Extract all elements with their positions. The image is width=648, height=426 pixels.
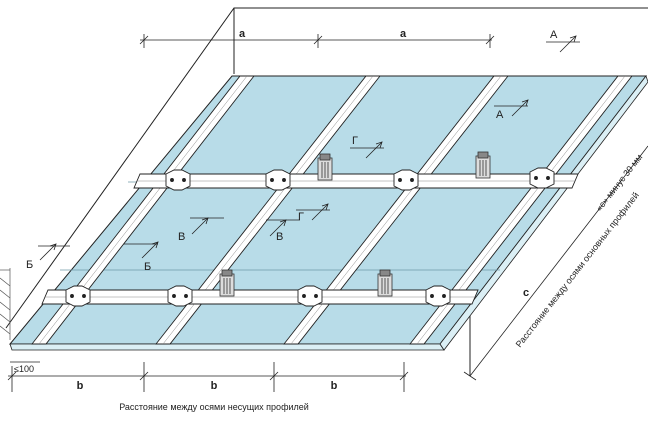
room-outline [5,7,648,376]
crab-connector [425,285,451,307]
suspension-bracket [317,153,333,181]
dim-label-b-1: b [77,380,84,392]
right-dimension [463,145,648,381]
section-label-G-top: Г [352,135,358,147]
crab-connector [167,285,193,307]
dim-label-c: c [523,287,529,299]
crab-connector [65,285,91,307]
section-label-A-top: А [550,29,558,41]
section-arrows [38,35,580,261]
suspension-brackets [219,151,491,297]
dim-label-b-2: b [211,380,218,392]
bearing-profiles [41,173,579,305]
section-label-A: А [496,109,504,121]
crab-connector [393,169,419,191]
bottom-dimension [7,361,409,392]
dim-label-b-3: b [331,380,338,392]
crab-connectors [65,167,555,307]
suspension-bracket [475,151,491,179]
edge-limit-label: ≤100 [14,364,34,374]
crab-connector [165,169,191,191]
bottom-caption: Расстояние между осями несущих профилей [119,402,309,412]
crab-connector [529,167,555,189]
dim-label-a-right: a [400,28,407,40]
crab-connector [297,285,323,307]
section-label-G: Г [298,211,304,223]
right-caption-line1: «c» минус 30 мм [594,152,645,213]
wall-hatch [0,268,11,340]
section-label-V-right: В [276,231,283,243]
dim-label-a-left: a [239,28,246,40]
section-label-B-inner: Б [144,261,151,273]
suspension-bracket [377,269,393,297]
crab-connector [265,169,291,191]
section-label-B-left: Б [26,259,33,271]
section-label-V-left: В [178,231,185,243]
top-dimension [139,34,495,48]
suspension-bracket [219,269,235,297]
